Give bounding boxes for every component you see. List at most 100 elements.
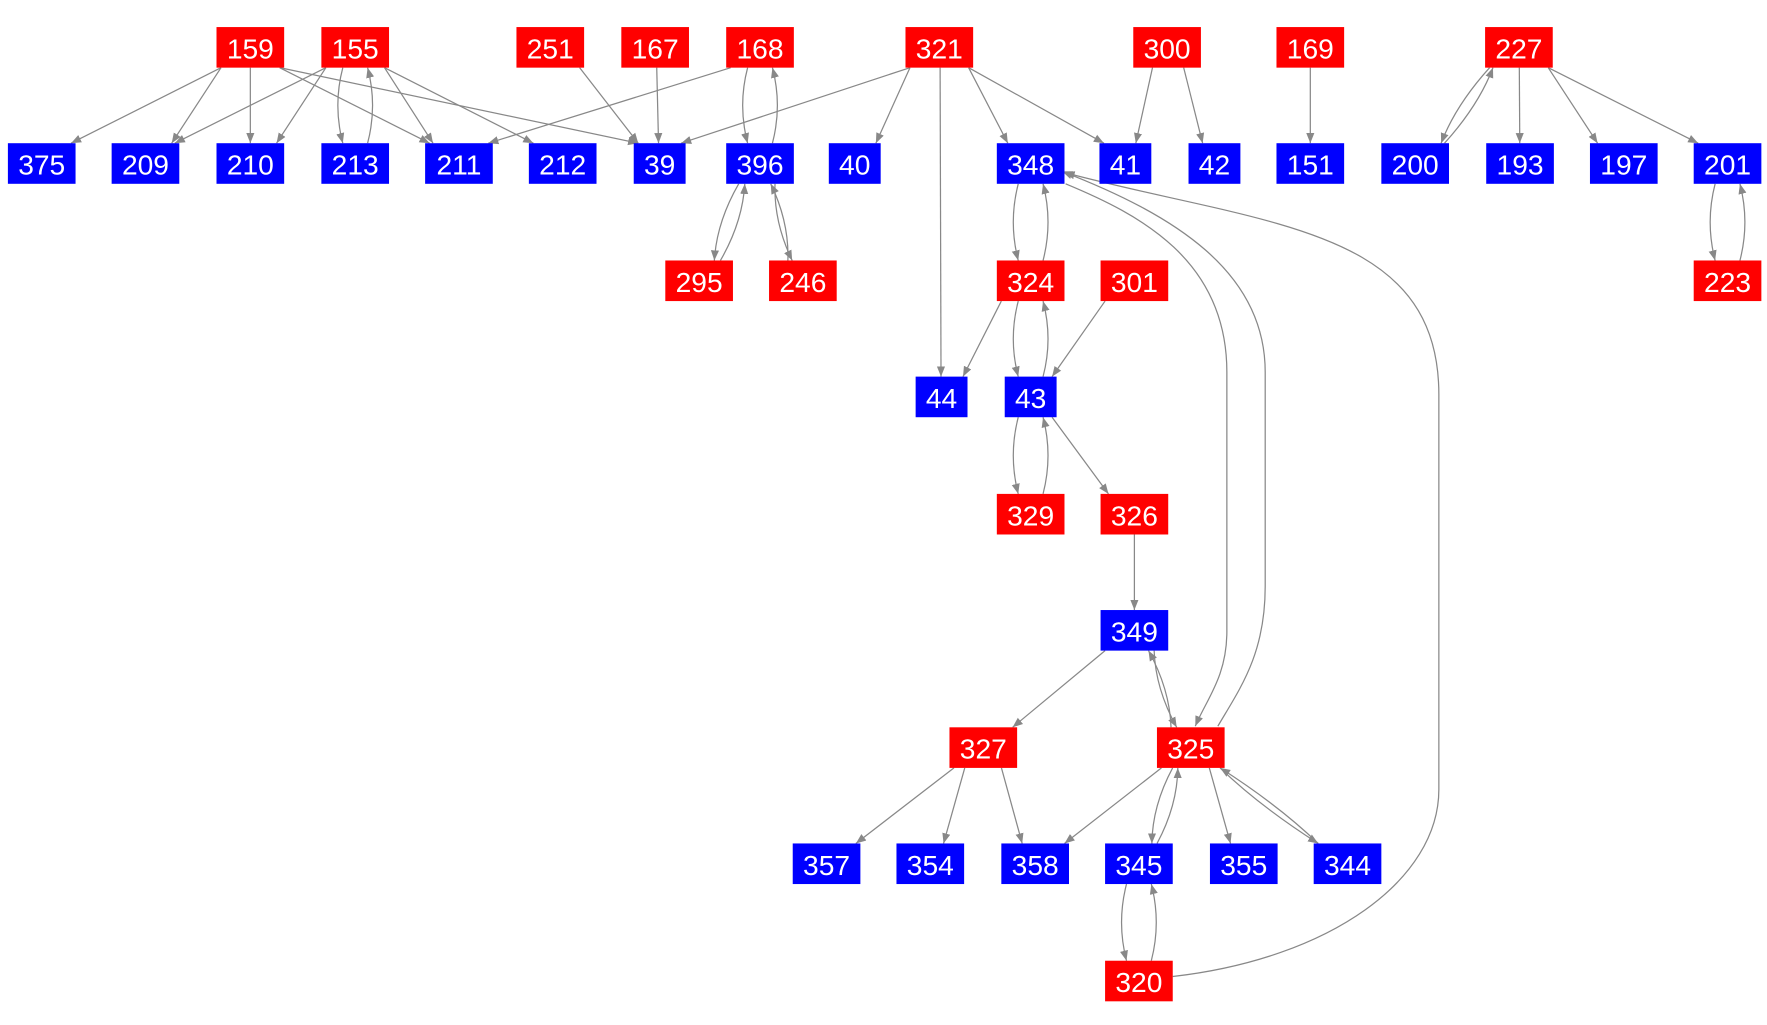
edge-43-to-329 [1011,417,1020,495]
node-348[interactable]: 348 [996,143,1065,184]
node-label: 223 [1704,266,1751,298]
node-label: 355 [1220,849,1267,881]
node-213[interactable]: 213 [321,143,390,184]
node-label: 375 [18,149,65,181]
node-39[interactable]: 39 [633,143,686,184]
node-151[interactable]: 151 [1276,143,1345,184]
edge-325-to-358 [1064,767,1162,844]
node-43[interactable]: 43 [1004,376,1057,418]
node-box [726,27,794,68]
node-355[interactable]: 355 [1209,843,1278,885]
node-label: 326 [1111,499,1158,531]
node-246[interactable]: 246 [769,260,837,302]
node-300[interactable]: 300 [1133,27,1201,68]
node-label: 251 [527,32,574,64]
node-label: 300 [1144,32,1191,64]
node-box [828,143,881,184]
edge-327-to-358 [1000,767,1024,844]
node-209[interactable]: 209 [111,143,180,184]
node-375[interactable]: 375 [7,143,76,184]
node-168[interactable]: 168 [726,27,794,68]
node-label: 321 [916,32,963,64]
node-167[interactable]: 167 [621,27,689,68]
edge-324-to-44 [962,300,1002,377]
edge-344-to-325 [1219,767,1319,844]
node-201[interactable]: 201 [1693,143,1762,184]
node-324[interactable]: 324 [996,260,1065,302]
node-label: 209 [122,149,169,181]
node-354[interactable]: 354 [896,843,965,885]
node-box [1105,960,1173,1002]
edge-324-to-348 [1041,183,1050,261]
node-box [915,376,968,418]
node-44[interactable]: 44 [915,376,968,418]
node-321[interactable]: 321 [905,27,974,68]
edge-43-to-326 [1051,416,1109,495]
node-223[interactable]: 223 [1693,260,1762,302]
node-200[interactable]: 200 [1381,143,1450,184]
node-159[interactable]: 159 [216,27,285,68]
node-329[interactable]: 329 [996,493,1065,535]
node-357[interactable]: 357 [792,843,861,885]
node-40[interactable]: 40 [828,143,881,184]
node-169[interactable]: 169 [1276,27,1345,68]
node-358[interactable]: 358 [1001,843,1069,885]
node-344[interactable]: 344 [1313,843,1382,885]
node-41[interactable]: 41 [1099,143,1152,184]
node-301[interactable]: 301 [1100,260,1169,302]
node-label: 155 [332,32,379,64]
edge-155-to-212 [384,67,534,144]
node-193[interactable]: 193 [1486,143,1554,184]
node-211[interactable]: 211 [425,143,493,184]
edge-300-to-41 [1134,67,1154,144]
node-345[interactable]: 345 [1105,843,1173,885]
node-label: 43 [1015,382,1046,414]
edge-396-to-168 [771,67,779,144]
node-box [321,143,390,184]
edge-168-to-396 [741,67,749,144]
node-210[interactable]: 210 [216,143,285,184]
node-349[interactable]: 349 [1100,610,1169,651]
node-212[interactable]: 212 [528,143,597,184]
node-box [905,27,974,68]
node-box [726,143,794,184]
edge-213-to-155 [366,67,375,144]
node-box [1133,27,1201,68]
node-box [1693,143,1762,184]
node-label: 349 [1111,615,1158,647]
edge-321-to-44 [936,67,946,377]
edge-227-to-201 [1547,67,1699,144]
node-227[interactable]: 227 [1485,27,1553,68]
edge-167-to-39 [654,67,663,144]
edge-159-to-211 [279,67,430,144]
node-label: 41 [1110,149,1141,181]
edge-325-to-355 [1208,767,1232,844]
node-320[interactable]: 320 [1105,960,1173,1002]
node-label: 295 [676,266,723,298]
node-label: 301 [1111,266,1158,298]
node-42[interactable]: 42 [1188,143,1241,184]
node-197[interactable]: 197 [1589,143,1658,184]
node-327[interactable]: 327 [949,727,1018,768]
node-155[interactable]: 155 [321,27,390,68]
edge-348-to-324 [1011,183,1020,261]
edge-349-to-325 [1153,650,1178,728]
node-295[interactable]: 295 [665,260,733,302]
edge-321-to-39 [680,67,911,144]
node-box [633,143,686,184]
node-326[interactable]: 326 [1100,493,1169,535]
node-label: 246 [779,266,826,298]
node-label: 213 [332,149,379,181]
edge-325-to-345 [1147,767,1174,844]
node-325[interactable]: 325 [1156,727,1225,768]
edge-321-to-40 [875,67,911,144]
node-box [1100,260,1169,302]
edge-159-to-375 [70,67,222,144]
node-label: 151 [1287,149,1334,181]
node-label: 197 [1600,149,1647,181]
node-box [949,727,1018,768]
node-box [1381,143,1450,184]
node-251[interactable]: 251 [516,27,585,68]
edge-320-to-348 [1064,171,1440,978]
node-396[interactable]: 396 [726,143,794,184]
